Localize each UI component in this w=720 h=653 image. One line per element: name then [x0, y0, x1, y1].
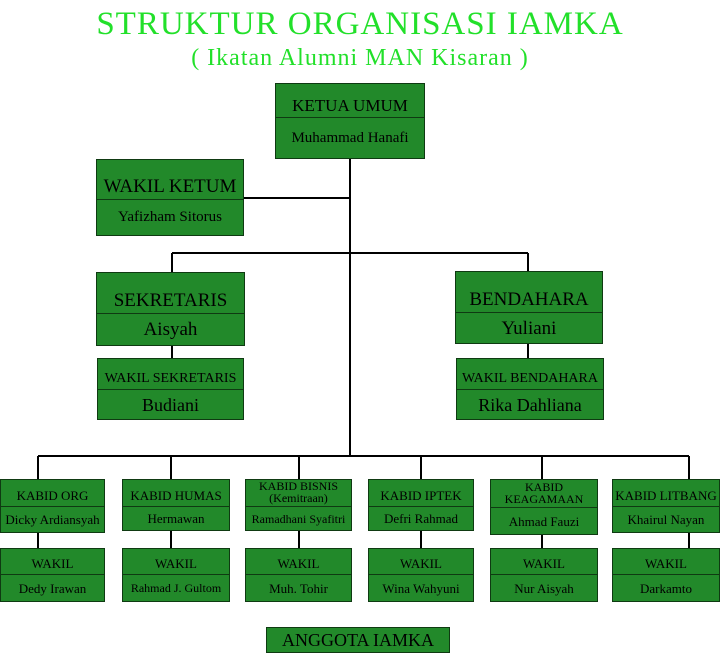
node-role: KABID LITBANG — [613, 480, 719, 507]
node-kabid-litbang: KABID LITBANG Khairul Nayan — [612, 479, 720, 533]
node-role: WAKIL — [123, 549, 229, 575]
node-name: Rika Dahliana — [478, 394, 582, 415]
node-name: Khairul Nayan — [627, 512, 705, 527]
node-name: Ramadhani Syafitri — [251, 511, 346, 526]
node-role-line1: KABID BISNIS — [258, 479, 338, 493]
node-name: Wina Wahyuni — [382, 580, 460, 596]
node-wakil-sekretaris: WAKIL SEKRETARIS Budiani — [97, 358, 244, 420]
chart-title: STRUKTUR ORGANISASI IAMKA — [96, 6, 624, 42]
node-wakil-litbang: WAKIL Darkamto — [612, 548, 720, 602]
node-wakil-humas: WAKIL Rahmad J. Gultom — [122, 548, 230, 602]
node-name: Muhammad Hanafi — [291, 129, 409, 146]
node-role: KABID HUMAS — [123, 480, 229, 507]
node-name: Dicky Ardiansyah — [5, 512, 100, 527]
node-role: KABID ORG — [1, 480, 104, 507]
node-role: SEKRETARIS — [97, 273, 244, 314]
node-name: Dedy Irawan — [18, 580, 87, 596]
node-name: Yafizham Sitorus — [118, 209, 222, 225]
node-kabid-iptek: KABID IPTEK Defri Rahmad — [368, 479, 474, 531]
node-name: Nur Aisyah — [514, 580, 574, 596]
node-name: Ahmad Fauzi — [508, 513, 580, 529]
node-role: KABID BISNIS (Kemitraan) — [246, 480, 351, 507]
node-role: WAKIL — [246, 549, 351, 575]
node-role: WAKIL — [369, 549, 473, 575]
node-wakil-keagamaan: WAKIL Nur Aisyah — [490, 548, 598, 602]
node-role: WAKIL KETUM — [97, 160, 243, 200]
node-kabid-keagamaan: KABID KEAGAMAAN Ahmad Fauzi — [490, 479, 598, 535]
node-name: Yuliani — [501, 317, 557, 339]
node-role: KABID KEAGAMAAN — [491, 480, 597, 508]
node-bendahara: BENDAHARA Yuliani — [455, 271, 603, 344]
node-role: KABID IPTEK — [369, 480, 473, 507]
node-role: WAKIL — [491, 549, 597, 575]
node-role: WAKIL BENDAHARA — [457, 359, 603, 390]
node-name: Aisyah — [143, 319, 198, 340]
node-kabid-org: KABID ORG Dicky Ardiansyah — [0, 479, 105, 533]
node-name: Budiani — [142, 394, 199, 415]
node-role-line2: (Kemitraan) — [269, 491, 328, 505]
node-sekretaris: SEKRETARIS Aisyah — [96, 272, 245, 346]
node-role: WAKIL SEKRETARIS — [98, 359, 243, 390]
node-ketua-umum: KETUA UMUM Muhammad Hanafi — [275, 83, 425, 159]
node-wakil-ketum: WAKIL KETUM Yafizham Sitorus — [96, 159, 244, 236]
chart-subtitle: ( Ikatan Alumni MAN Kisaran ) — [191, 45, 529, 71]
node-kabid-humas: KABID HUMAS Hermawan — [122, 479, 230, 531]
node-role: KETUA UMUM — [276, 84, 424, 118]
node-role: WAKIL — [1, 549, 104, 575]
node-role-line1: KABID — [525, 479, 563, 494]
node-role: BENDAHARA — [456, 272, 602, 313]
node-wakil-bendahara: WAKIL BENDAHARA Rika Dahliana — [456, 358, 604, 420]
node-name: Rahmad J. Gultom — [130, 581, 222, 595]
node-wakil-iptek: WAKIL Wina Wahyuni — [368, 548, 474, 602]
node-anggota: ANGGOTA IAMKA — [266, 627, 450, 653]
node-name: Defri Rahmad — [383, 511, 458, 526]
node-role: WAKIL — [613, 549, 719, 575]
node-role-line2: KEAGAMAAN — [504, 491, 584, 506]
node-kabid-bisnis: KABID BISNIS (Kemitraan) Ramadhani Syafi… — [245, 479, 352, 531]
node-name: Darkamto — [640, 580, 692, 596]
node-name: Muh. Tohir — [269, 580, 328, 596]
node-wakil-org: WAKIL Dedy Irawan — [0, 548, 105, 602]
node-wakil-bisnis: WAKIL Muh. Tohir — [245, 548, 352, 602]
node-name: Hermawan — [147, 511, 205, 526]
